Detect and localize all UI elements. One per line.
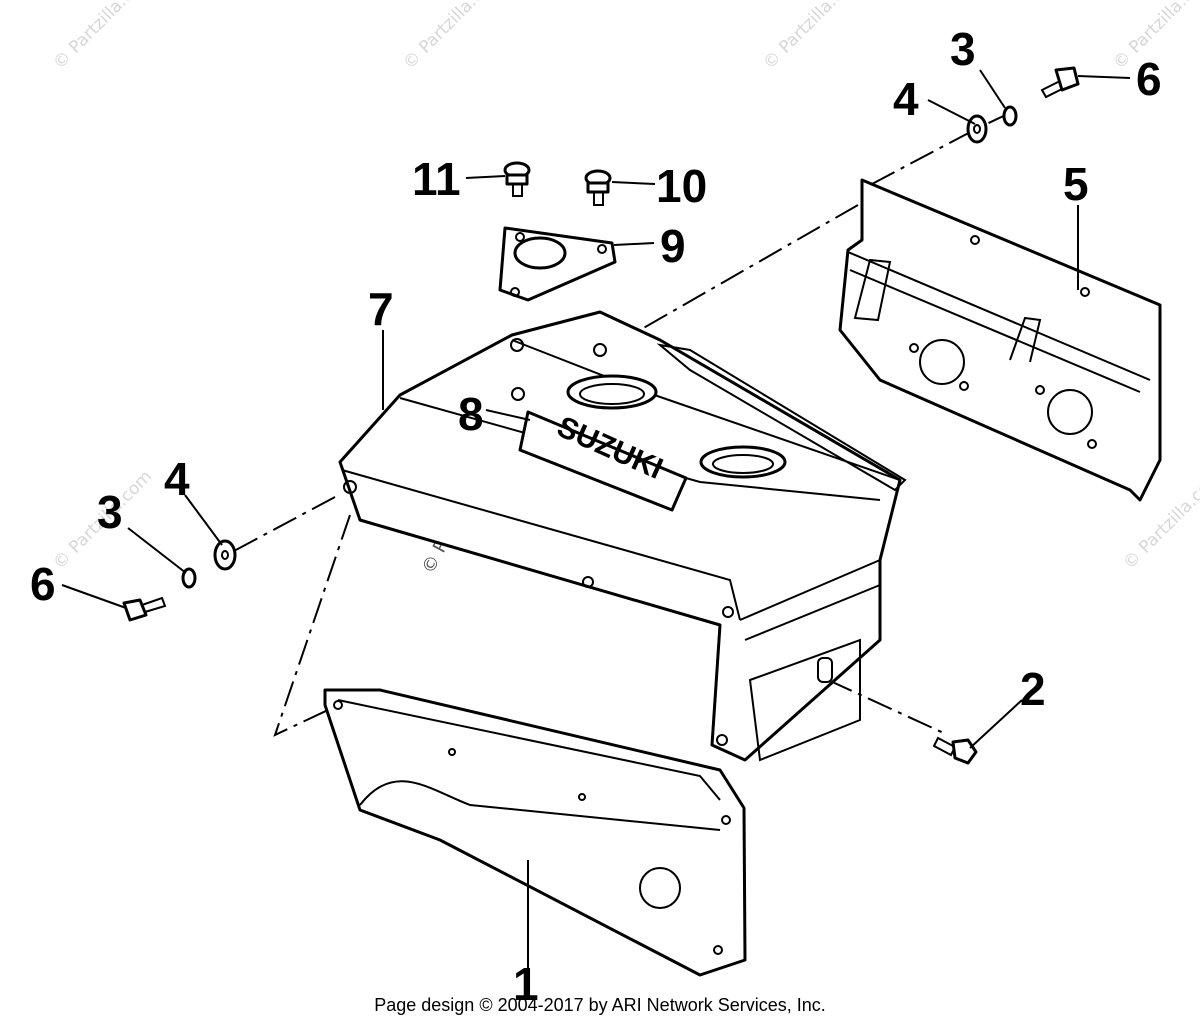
hardware-left <box>122 539 237 622</box>
callout-6-left: 6 <box>30 558 56 610</box>
watermark-3: © Partzilla.com <box>759 0 866 74</box>
bolt-part-2 <box>932 736 978 765</box>
leader-lines <box>61 69 1131 985</box>
watermark-2: © Partzilla.com <box>399 0 506 74</box>
callout-9: 9 <box>660 220 686 272</box>
bolt-part-10 <box>584 169 612 206</box>
callout-4-top: 4 <box>893 73 919 125</box>
triangle-plate-part-9 <box>498 226 617 302</box>
callout-3-left: 3 <box>97 486 123 538</box>
callout-4-left: 4 <box>164 453 190 505</box>
footer-copyright: Page design © 2004-2017 by ARI Network S… <box>374 995 826 1015</box>
callout-7: 7 <box>368 283 394 335</box>
rear-plate-part-5 <box>838 178 1162 502</box>
callout-3-top: 3 <box>950 23 976 75</box>
callout-8: 8 <box>458 388 484 440</box>
engine-shroud-part-7 <box>338 310 907 762</box>
alignment-lines <box>231 111 1013 737</box>
callout-6-top: 6 <box>1136 53 1162 105</box>
callout-1: 1 <box>513 958 539 1010</box>
callout-11: 11 <box>412 153 461 205</box>
callouts: 1 2 3 4 6 5 11 10 9 7 8 4 3 6 <box>30 23 1162 1010</box>
callout-2: 2 <box>1020 663 1046 715</box>
bottom-panel-part-1 <box>323 688 747 977</box>
hardware-right <box>966 66 1080 144</box>
callout-5: 5 <box>1063 158 1089 210</box>
watermark-1: © Partzilla.com <box>49 0 156 74</box>
callout-10: 10 <box>656 160 707 212</box>
bolt-part-11 <box>503 161 531 197</box>
